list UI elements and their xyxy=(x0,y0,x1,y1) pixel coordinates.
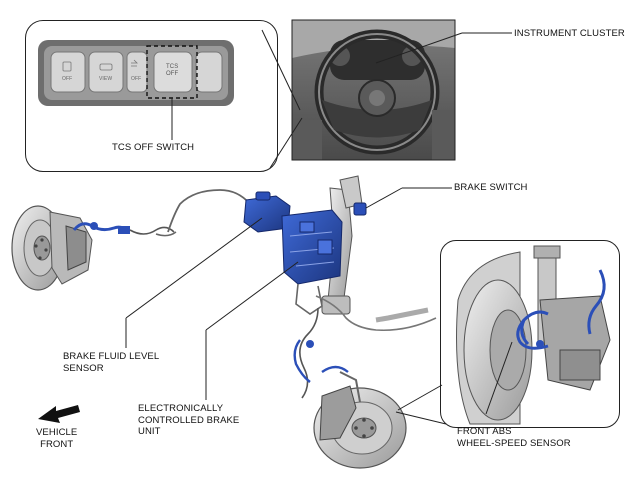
switch-button-label-2: VIEW xyxy=(99,76,113,82)
rear-brake-assembly xyxy=(11,205,175,291)
vehicle-front-label: VEHICLE FRONT xyxy=(36,427,78,450)
tcs-off-button: TCS OFF xyxy=(166,64,179,77)
brake-fluid-level-sensor-label: BRAKE FLUID LEVEL SENSOR xyxy=(63,351,160,374)
front-brake-assembly xyxy=(313,365,407,469)
front-abs-wheel-speed-sensor-label: FRONT ABS WHEEL-SPEED SENSOR xyxy=(457,426,571,449)
tcs-off-switch-label: TCS OFF SWITCH xyxy=(112,142,195,153)
instrument-cluster-label: INSTRUMENT CLUSTER xyxy=(514,28,625,39)
switch-button-label-3: OFF xyxy=(131,76,142,82)
brake-unit xyxy=(243,175,452,399)
switch-button-label-1: OFF xyxy=(62,76,73,82)
switch-panel xyxy=(38,40,234,140)
cockpit-image xyxy=(291,19,512,161)
brake-switch-label: BRAKE SWITCH xyxy=(454,182,528,193)
vehicle-front-arrow xyxy=(38,405,80,423)
abs-detail xyxy=(456,245,611,425)
electronically-controlled-brake-unit-label: ELECTRONICALLY CONTROLLED BRAKE UNIT xyxy=(138,403,240,437)
